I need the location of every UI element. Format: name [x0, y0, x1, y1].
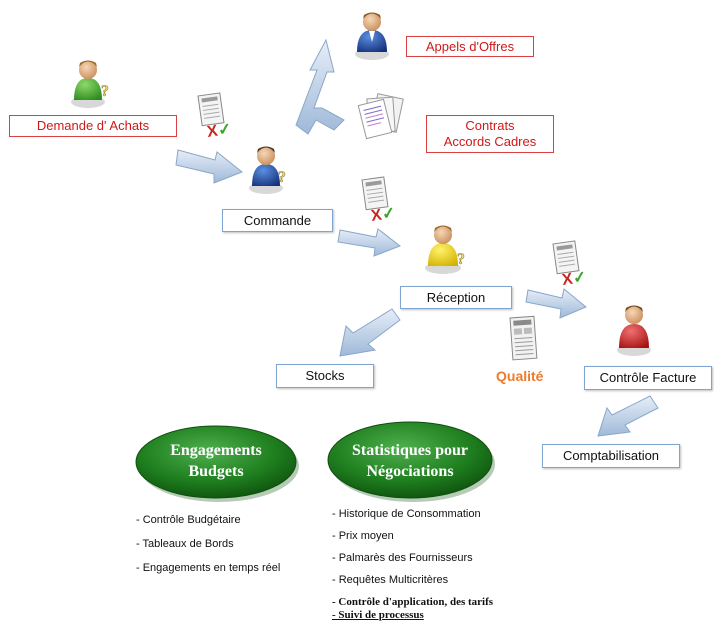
yellow-person-icon: ? [425, 225, 465, 274]
arrow-reception-to-stocks [339, 308, 401, 357]
list-item: - Suivi de processus [332, 609, 424, 621]
arrow-facture-to-comptabilisation [597, 395, 659, 437]
checklist-icon: X ✓ [361, 176, 397, 225]
commande-box: Commande [222, 209, 333, 232]
svg-text:✓: ✓ [381, 205, 397, 224]
contrats-label: Contrats [465, 118, 515, 133]
arrow-commande-to-reception [337, 228, 402, 257]
list-item: - Engagements en temps réel [136, 562, 281, 574]
contrats-accords-cadres-box: Contrats Accords Cadres [426, 115, 554, 153]
statistiques-negociations-title: Statistiques pour Négociations [328, 440, 492, 482]
report-icon [509, 315, 538, 361]
accords-cadres-label: Accords Cadres [443, 134, 537, 149]
green-person-icon: ? [71, 60, 109, 108]
engagements-list: - Contrôle Budgétaire - Tableaux de Bord… [136, 514, 280, 586]
budgets-line: Budgets [188, 463, 244, 480]
qualite-label: Qualité [496, 368, 544, 384]
statistiques-list: - Historique de Consommation - Prix moye… [332, 508, 493, 622]
comptabilisation-box: Comptabilisation [542, 444, 680, 468]
blue-person-icon: ? [249, 146, 286, 194]
stocks-box: Stocks [276, 364, 374, 388]
list-item: - Historique de Consommation [332, 508, 481, 520]
statistiques-negociations-ellipse [327, 421, 495, 502]
svg-text:X: X [206, 123, 219, 141]
svg-text:X: X [370, 207, 383, 225]
svg-text:?: ? [278, 169, 286, 186]
controle-facture-box: Contrôle Facture [584, 366, 712, 390]
arrow-commande-up-to-appels [295, 38, 345, 135]
svg-text:X: X [561, 271, 574, 289]
list-item: - Requêtes Multicritères [332, 574, 449, 586]
checklist-icon: X ✓ [552, 240, 588, 289]
list-item: - Contrôle Budgétaire [136, 514, 241, 526]
document-stack-icon [357, 93, 404, 140]
svg-text:?: ? [457, 251, 465, 268]
list-item: - Prix moyen [332, 530, 394, 542]
list-item: - Tableaux de Bords [136, 538, 234, 550]
arrow-demande-to-commande [175, 149, 243, 184]
engagements-line: Engagements [170, 442, 262, 459]
svg-text:✓: ✓ [217, 121, 233, 140]
arrow-reception-to-facture [525, 288, 587, 319]
red-person-icon [617, 305, 651, 356]
list-item: - Palmarès des Fournisseurs [332, 552, 473, 564]
svg-text:✓: ✓ [572, 269, 588, 288]
engagements-budgets-title: Engagements Budgets [136, 440, 296, 482]
engagements-budgets-ellipse [135, 425, 299, 502]
negociations-line: Négociations [366, 463, 454, 480]
demande-achats-box: Demande d' Achats [9, 115, 177, 137]
list-item: - Contrôle d'application, des tarifs [332, 596, 494, 608]
checklist-icon: X ✓ [197, 92, 233, 141]
blue-person-icon [355, 12, 389, 60]
reception-box: Réception [400, 286, 512, 309]
statistiques-line: Statistiques pour [351, 442, 469, 459]
appels-offres-box: Appels d'Offres [406, 36, 534, 57]
svg-text:?: ? [101, 83, 109, 100]
